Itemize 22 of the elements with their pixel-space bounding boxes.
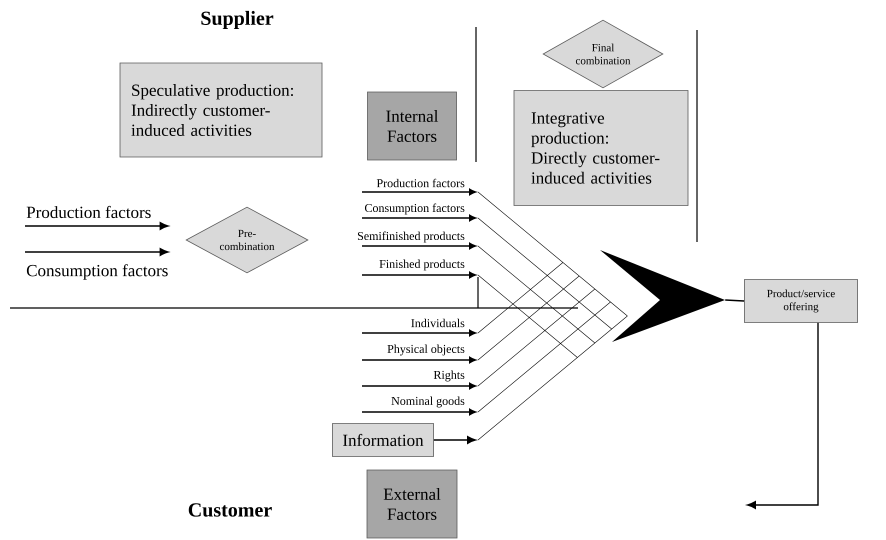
item-label: Consumption factors — [364, 204, 464, 214]
item-label: Nominal goods — [392, 396, 464, 408]
process-box: Speculative production: Indirectly customer-induced activities — [120, 62, 322, 158]
edge-label: Production factors — [26, 206, 151, 218]
item-label: Physical objects — [388, 344, 464, 356]
item-label: Finished products — [379, 260, 464, 270]
edge-label: Consumption factors — [26, 264, 168, 280]
heading: Customer — [188, 503, 272, 517]
heading: Supplier — [201, 10, 274, 30]
chevron-arrow — [600, 250, 725, 342]
arrow — [746, 322, 819, 509]
process-box: Product/service offering — [744, 279, 858, 323]
item-label: Rights — [434, 370, 464, 382]
process-box: Internal Factors — [367, 92, 457, 160]
arrow — [25, 248, 169, 256]
process-box: External Factors — [366, 470, 458, 538]
item-label: Production factors — [376, 178, 464, 188]
process-box: Information — [332, 423, 434, 457]
item-label: Semifinished products — [358, 232, 464, 242]
arrow — [434, 436, 476, 444]
arrow — [25, 222, 169, 230]
item-label: Individuals — [411, 318, 464, 328]
